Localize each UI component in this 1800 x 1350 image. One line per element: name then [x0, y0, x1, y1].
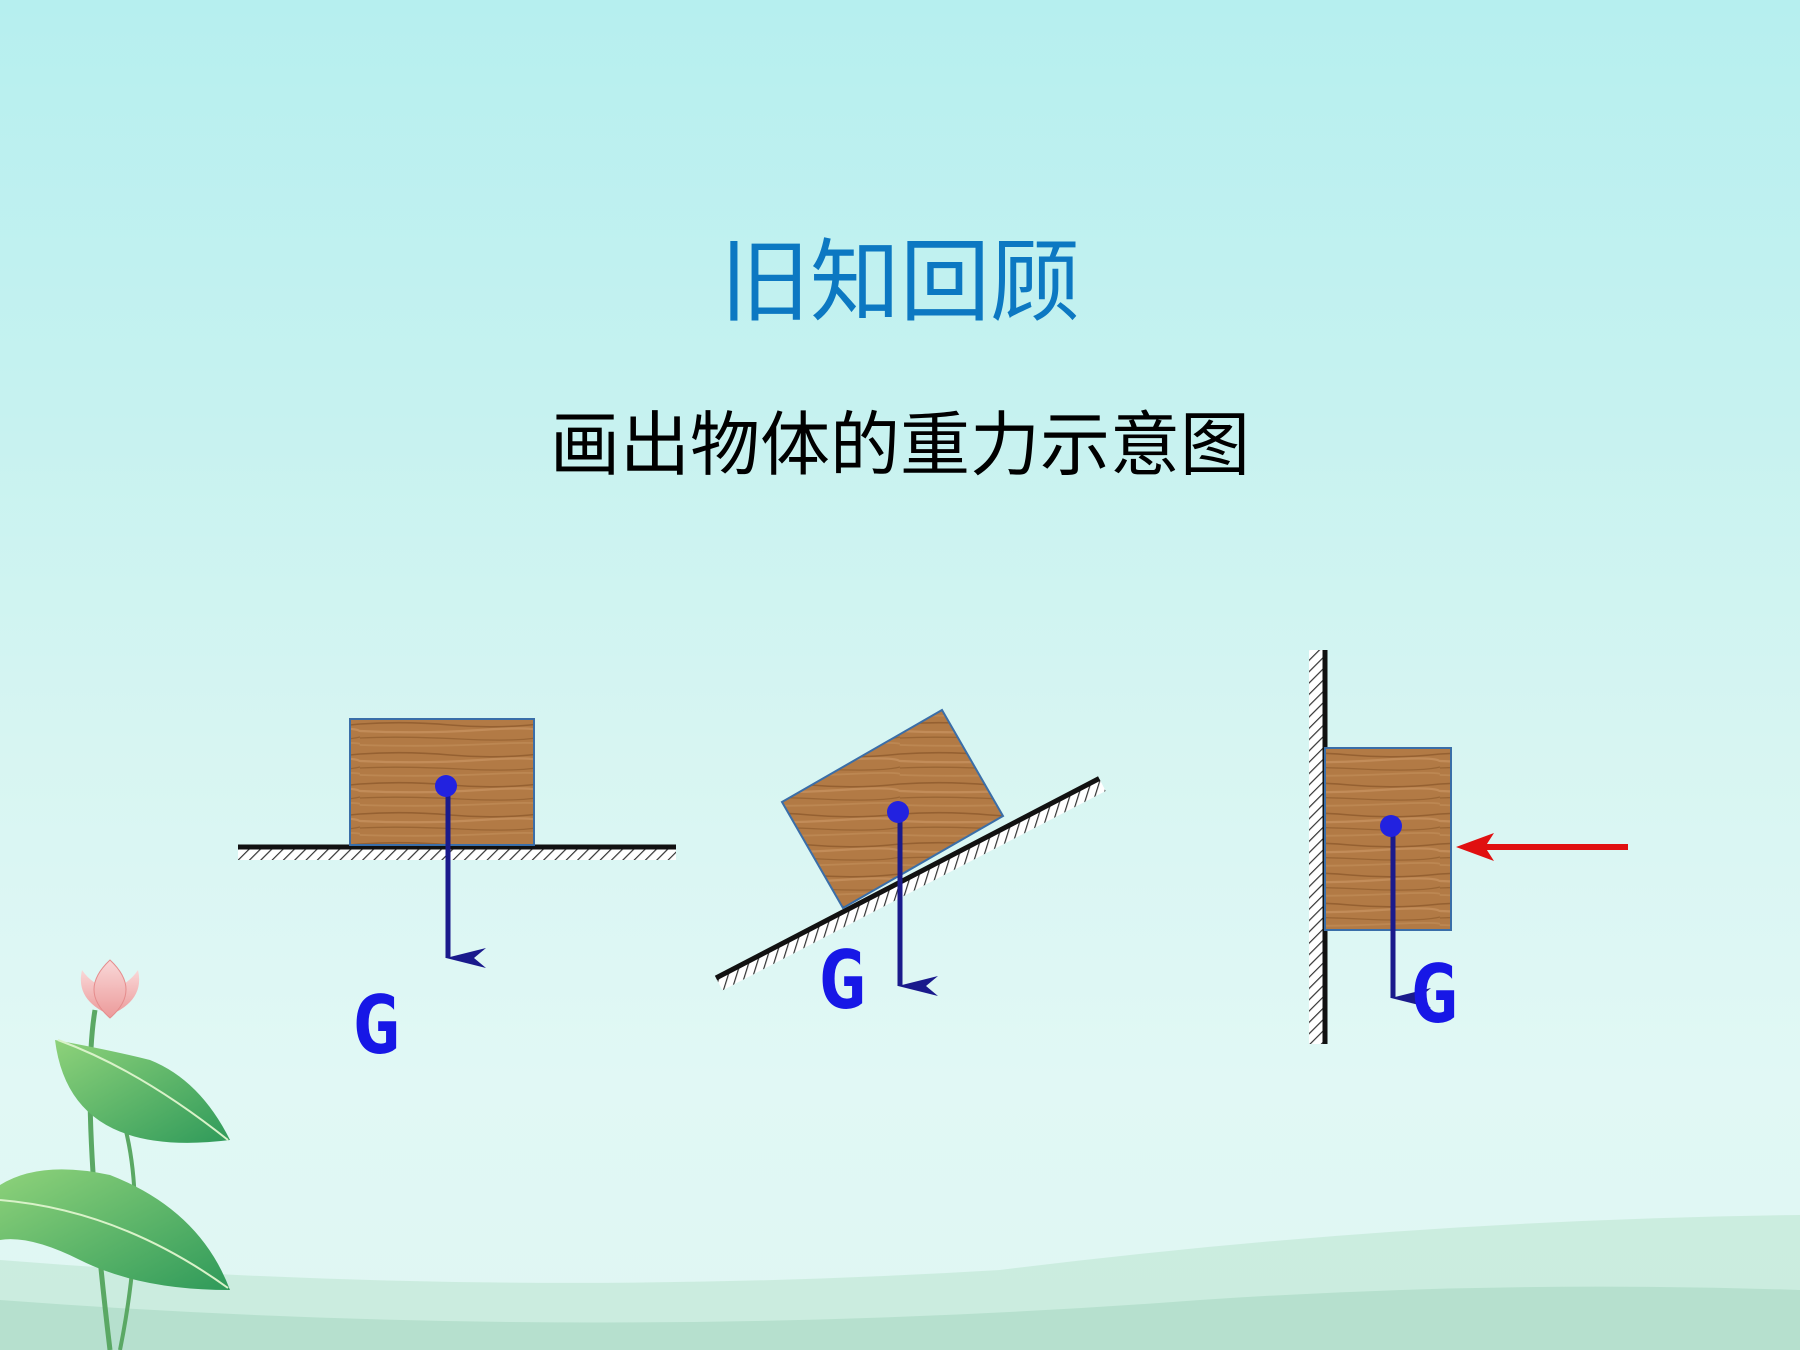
page-title: 旧知回顾 [720, 230, 1080, 335]
incline-surface [716, 778, 1106, 991]
center-of-gravity-dot [435, 775, 457, 797]
figure-vertical-wall: G [1309, 650, 1628, 1044]
wall-hatch [1309, 650, 1325, 1044]
wooden-block [349, 718, 535, 846]
wooden-block [1324, 747, 1452, 931]
hill-decoration [0, 1215, 1800, 1350]
figure-horizontal-surface: G [238, 718, 676, 1072]
page-subtitle: 画出物体的重力示意图 [550, 404, 1250, 486]
incline-surface-line [714, 776, 1101, 981]
lotus-flower-icon [80, 959, 140, 1019]
center-of-gravity-dot [887, 801, 909, 823]
lotus-leaf-icon [0, 1009, 230, 1350]
gravity-label: G [352, 979, 400, 1072]
figure-incline: G [714, 708, 1106, 1027]
gravity-label: G [818, 934, 866, 1027]
gravity-label: G [1410, 948, 1458, 1041]
push-force-arrow [1456, 833, 1628, 861]
center-of-gravity-dot [1380, 815, 1402, 837]
